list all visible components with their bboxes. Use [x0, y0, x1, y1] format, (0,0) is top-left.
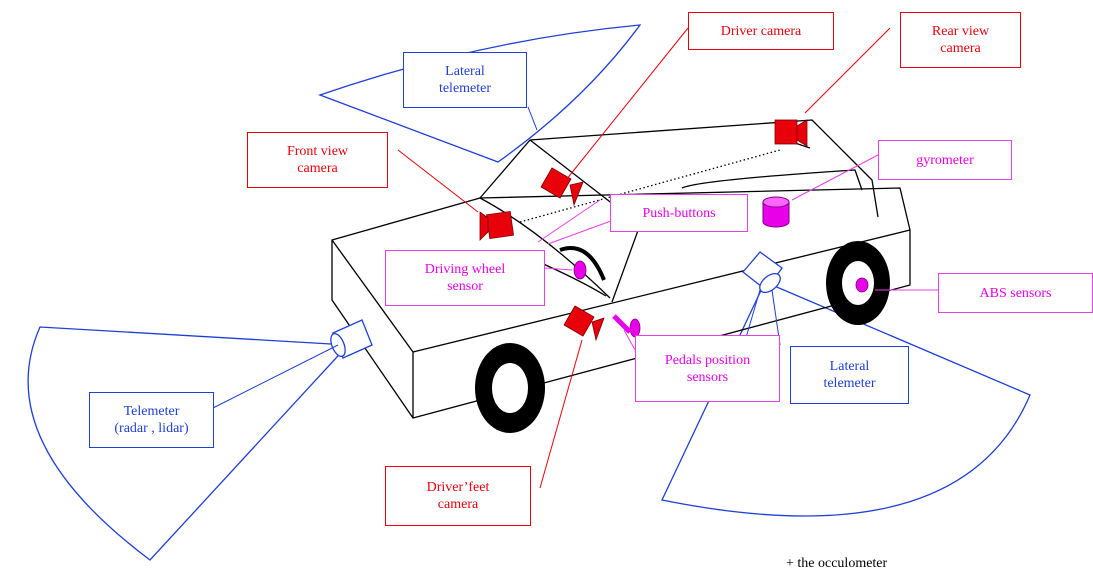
footnote-occulometer: + the occulometer: [786, 556, 888, 571]
label-driver-camera: Driver camera: [688, 12, 834, 50]
rear-window: [681, 169, 863, 191]
gyrometer-icon: [762, 196, 790, 228]
lateral-telemeter-top-beam: [318, 24, 642, 163]
lateral-telemeter-icon: [742, 251, 783, 294]
lateral-telemeter-bottom-beam: [661, 281, 1031, 517]
leader-driver-camera: [565, 27, 689, 181]
label-telemeter-radar-lidar: Telemeter (radar , lidar): [89, 392, 214, 448]
leader-telemeter-radar: [212, 344, 339, 409]
front-telemeter-beam: [27, 326, 349, 561]
abs-sensor-icon: [855, 277, 869, 293]
rear-view-camera-icon: [774, 119, 808, 147]
leader-drivers-feet-camera: [539, 339, 583, 489]
drivers-feet-camera-icon: [563, 305, 605, 342]
label-driving-wheel-sensor: Driving wheel sensor: [385, 250, 545, 306]
driver-camera-icon: [540, 167, 584, 207]
wheel-front: [475, 343, 545, 433]
leader-push-buttons-1: [537, 199, 601, 243]
leader-rear-view-camera: [804, 27, 891, 114]
label-push-buttons: Push-buttons: [610, 194, 748, 232]
label-front-view-camera: Front view camera: [247, 132, 388, 188]
label-rear-view-camera: Rear view camera: [900, 12, 1021, 68]
label-abs-sensors: ABS sensors: [938, 273, 1093, 313]
leader-lateral-telemeter-top: [527, 106, 538, 131]
label-lateral-telemeter-bottom: Lateral telemeter: [790, 346, 909, 404]
leader-gyrometer: [791, 154, 879, 201]
label-lateral-telemeter-top: Lateral telemeter: [403, 52, 527, 108]
steering-wheel: [559, 246, 606, 281]
car-top-edge: [331, 187, 911, 241]
label-pedals-position-sensors: Pedals position sensors: [635, 335, 780, 402]
label-drivers-feet-camera: Driver’feet camera: [385, 466, 531, 526]
car-cabin: [479, 119, 879, 218]
front-view-camera-icon: [479, 210, 515, 241]
label-gyrometer: gyrometer: [878, 140, 1012, 180]
driving-wheel-sensor-icon: [573, 260, 587, 280]
leader-pedals-position-sensors: [623, 329, 636, 351]
roof-dotted-line: [519, 149, 781, 223]
front-telemeter-icon: [330, 319, 373, 359]
leader-driving-wheel-sensor: [544, 267, 573, 271]
pedal-icon: [612, 314, 632, 334]
car-body: [331, 119, 911, 419]
leader-front-view-camera: [397, 149, 479, 213]
